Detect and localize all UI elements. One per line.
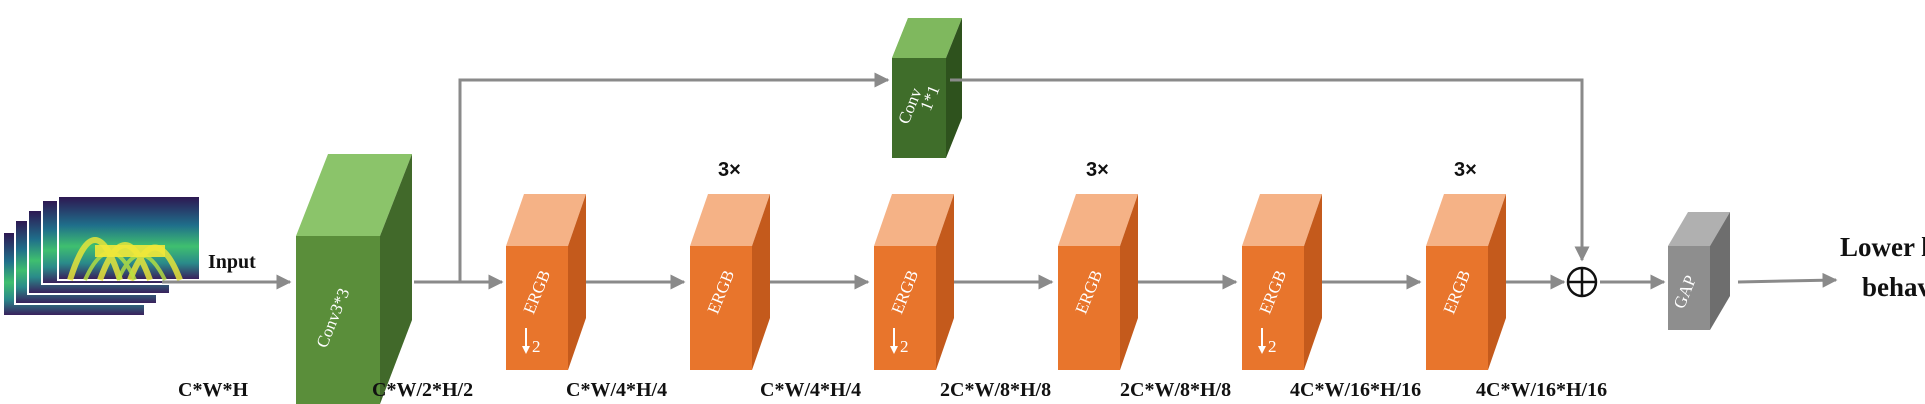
dimension-label-8: 4C*W/16*H/16 bbox=[1476, 379, 1607, 401]
skip-path-to-sum bbox=[950, 78, 1590, 262]
output-label-line2: behavior bbox=[1862, 272, 1925, 302]
input-spectrogram-stack bbox=[2, 195, 201, 317]
dimension-labels: C*W*H C*W/2*H/2 C*W/4*H/4 C*W/4*H/4 2C*W/8*H… bbox=[178, 379, 1607, 401]
downsample-factor: 2 bbox=[1268, 337, 1277, 356]
downsample-factor: 2 bbox=[532, 337, 541, 356]
repeat-count: 3× bbox=[1086, 159, 1109, 181]
downsample-arrowhead-icon bbox=[522, 346, 530, 354]
input-label: Input bbox=[208, 251, 256, 273]
output-label-line1: Lower limb bbox=[1840, 232, 1925, 262]
arrow-gap-to-output bbox=[1737, 272, 1838, 288]
spectrogram-frame bbox=[57, 195, 201, 282]
skip-path-to-conv1x1 bbox=[458, 72, 890, 282]
dimension-label-2: C*W/2*H/2 bbox=[372, 379, 473, 401]
downsample-arrowhead-icon bbox=[1258, 346, 1266, 354]
downsample-arrowhead-icon bbox=[890, 346, 898, 354]
dimension-label-1: C*W*H bbox=[178, 379, 248, 401]
repeat-count: 3× bbox=[718, 159, 741, 181]
dimension-label-3: C*W/4*H/4 bbox=[566, 379, 667, 401]
repeat-count: 3× bbox=[1454, 159, 1477, 181]
sum-node bbox=[1566, 266, 1598, 298]
dimension-label-4: C*W/4*H/4 bbox=[760, 379, 861, 401]
dimension-label-7: 4C*W/16*H/16 bbox=[1290, 379, 1421, 401]
gap-block: GAP bbox=[1668, 212, 1730, 330]
conv3x3-block: Conv3*3 bbox=[296, 154, 412, 404]
dimension-label-5: 2C*W/8*H/8 bbox=[940, 379, 1051, 401]
dimension-label-6: 2C*W/8*H/8 bbox=[1120, 379, 1231, 401]
downsample-factor: 2 bbox=[900, 337, 909, 356]
conv1x1-block: Conv 1*1 bbox=[892, 18, 962, 158]
